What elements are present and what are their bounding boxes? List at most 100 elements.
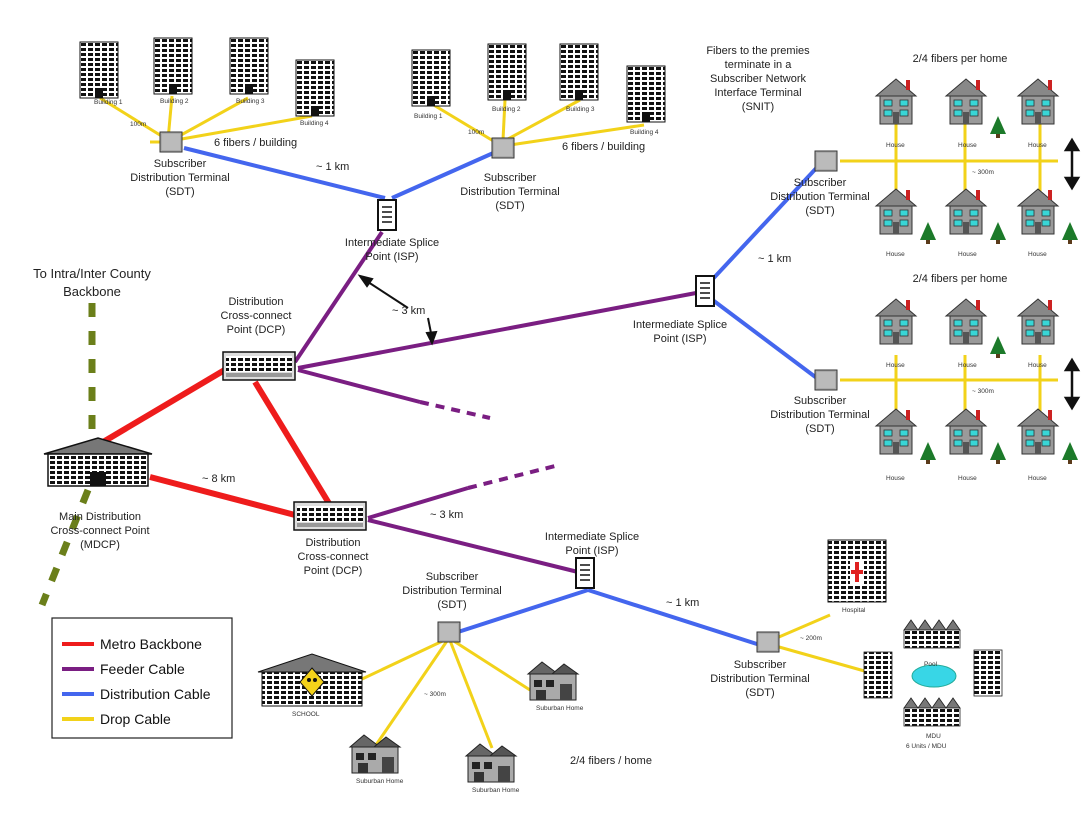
building-label: Building 3 <box>236 98 265 105</box>
mdu-label: MDU <box>926 733 941 740</box>
distance-1km-right: ~ 1 km <box>758 253 791 265</box>
distance-300m: ~ 300m <box>972 169 994 176</box>
node-labels: To Intra/Inter County Backbone Main Dist… <box>33 45 1007 699</box>
distance-8km: ~ 8 km <box>202 473 235 485</box>
dcp-top-label-line2: Cross-connect <box>221 310 292 322</box>
house-label: House <box>1028 251 1047 258</box>
sdt-label-line2: Distribution Terminal <box>460 186 559 198</box>
house-label: House <box>958 142 977 149</box>
suburban-homes: Suburban Home Suburban Home Suburban Hom… <box>349 661 584 794</box>
legend-label: Distribution Cable <box>100 686 211 702</box>
mdcp-label-line3: (MDCP) <box>80 539 120 551</box>
sdt-label-line1: Subscriber <box>794 177 847 189</box>
backbone-label-line2: Backbone <box>63 284 121 299</box>
house-label: House <box>886 362 905 369</box>
snit-note-line3: Subscriber Network <box>710 73 806 85</box>
distance-3km-feeder: ~ 3 km <box>392 305 425 317</box>
house-label: House <box>958 475 977 482</box>
distribution-cables <box>183 146 824 647</box>
sdt-top-middle <box>491 137 515 159</box>
building-label: Building 1 <box>414 113 443 120</box>
sdt-label-line3: (SDT) <box>805 423 834 435</box>
suburban-home-label: Suburban Home <box>536 705 584 712</box>
sdt-label-line1: Subscriber <box>734 659 787 671</box>
mdcp-building <box>43 437 153 487</box>
house-label: House <box>886 475 905 482</box>
dcp-bottom-label-line2: Cross-connect <box>298 551 369 563</box>
house-label: House <box>886 251 905 258</box>
building-label: Building 2 <box>160 98 189 105</box>
school-building: SCHOOL <box>257 653 367 718</box>
suburban-home-label: Suburban Home <box>472 787 520 794</box>
mdcp-label-line2: Cross-connect Point <box>50 525 149 537</box>
distance-3km-lower: ~ 3 km <box>430 509 463 521</box>
distance-label: 100m <box>468 129 484 136</box>
house-label: House <box>1028 475 1047 482</box>
distance-labels: 6 fibers / building 6 fibers / building … <box>202 137 994 767</box>
pool-label: Pool <box>924 661 938 668</box>
snit-note-line4: Interface Terminal <box>714 87 801 99</box>
sdt-bottom-left <box>437 621 461 643</box>
metro-backbone-cables <box>96 365 333 518</box>
office-buildings-left: Building 1 Building 2 Building 3 Buildin… <box>79 37 335 128</box>
isp-middle <box>695 275 715 307</box>
dcp-top-label-line3: Point (DCP) <box>227 324 286 336</box>
sdt-label-line2: Distribution Terminal <box>710 673 809 685</box>
house-label: House <box>1028 362 1047 369</box>
fibers-per-building: 6 fibers / building <box>562 141 645 153</box>
distance-300m: ~ 300m <box>424 691 446 698</box>
distance-1km-bottom: ~ 1 km <box>666 597 699 609</box>
mdu-complex: Pool MDU 6 Units / MDU <box>863 619 1003 750</box>
sdt-label-line3: (SDT) <box>437 599 466 611</box>
legend-label: Feeder Cable <box>100 661 185 677</box>
isp-top-label-line2: Point (ISP) <box>365 251 418 263</box>
sdt-label-line1: Subscriber <box>154 158 207 170</box>
sdt-right-top <box>814 150 838 172</box>
dcp-top <box>222 351 296 381</box>
building-label: Building 4 <box>630 129 659 136</box>
fibers-per-building: 6 fibers / building <box>214 137 297 149</box>
sdt-label-line2: Distribution Terminal <box>770 409 869 421</box>
hospital-label: Hospital <box>842 607 866 614</box>
backbone-label-line1: To Intra/Inter County <box>33 266 151 281</box>
isp-bottom-label-line1: Intermediate Splice <box>545 531 639 543</box>
house-labels: House House House House House House Hous… <box>886 142 1047 482</box>
building-label: Building 2 <box>492 106 521 113</box>
sdt-label-line3: (SDT) <box>495 200 524 212</box>
dcp-bottom-label-line1: Distribution <box>305 537 360 549</box>
sdt-bottom-right <box>756 631 780 653</box>
dcp-top-label-line1: Distribution <box>228 296 283 308</box>
house-label: House <box>958 251 977 258</box>
sdt-label-line2: Distribution Terminal <box>402 585 501 597</box>
feeder-cables <box>293 230 697 574</box>
sdt-label-line2: Distribution Terminal <box>770 191 869 203</box>
fibers-per-home-middle: 2/4 fibers per home <box>913 273 1008 285</box>
distance-200m: ~ 200m <box>800 635 822 642</box>
dcp-bottom <box>293 501 367 531</box>
house-label: House <box>886 142 905 149</box>
isp-bottom-label-line2: Point (ISP) <box>565 545 618 557</box>
distance-1km-top: ~ 1 km <box>316 161 349 173</box>
fibers-per-home-top: 2/4 fibers per home <box>913 53 1008 65</box>
building-label: Building 3 <box>566 106 595 113</box>
distance-label: 100m <box>130 121 146 128</box>
isp-bottom <box>575 557 595 589</box>
drop-cables <box>99 95 1058 749</box>
backbone-link <box>38 303 96 607</box>
sdt-label-line1: Subscriber <box>794 395 847 407</box>
house-label: House <box>1028 142 1047 149</box>
isp-top-label-line1: Intermediate Splice <box>345 237 439 249</box>
sdt-label-line1: Subscriber <box>484 172 537 184</box>
isp-middle-label-line2: Point (ISP) <box>653 333 706 345</box>
sdt-label-line3: (SDT) <box>745 687 774 699</box>
office-buildings-middle: Building 1 Building 2 Building 3 Buildin… <box>411 43 666 136</box>
sdt-label-line3: (SDT) <box>805 205 834 217</box>
distance-arrows <box>357 274 438 346</box>
sdt-label-line1: Subscriber <box>426 571 479 583</box>
fibers-per-home-bottom: 2/4 fibers / home <box>570 755 652 767</box>
distance-300m: ~ 300m <box>972 388 994 395</box>
house-label: House <box>958 362 977 369</box>
